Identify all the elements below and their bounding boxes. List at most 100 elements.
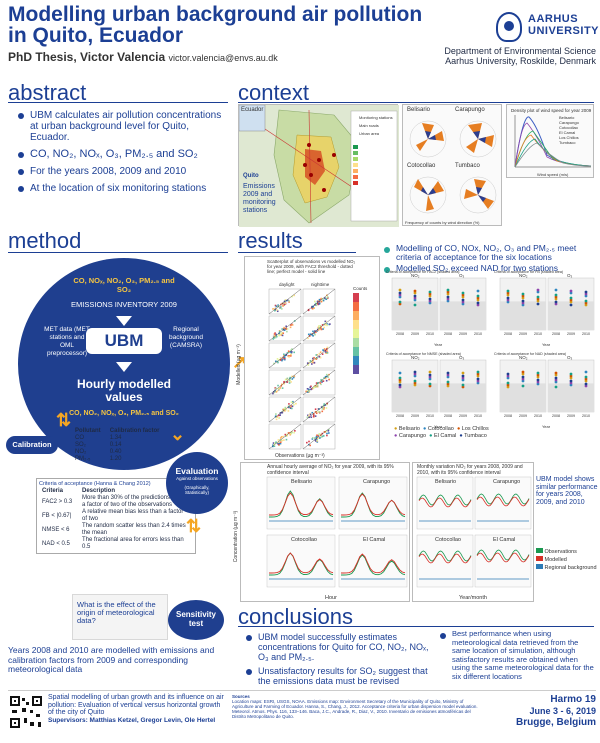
scatter-point bbox=[274, 335, 276, 337]
criteria-point bbox=[398, 291, 402, 295]
criteria-point bbox=[413, 291, 417, 295]
scatter-point bbox=[326, 348, 328, 350]
criteria-point bbox=[446, 290, 450, 294]
scatter-point bbox=[279, 356, 282, 359]
scatter-point bbox=[316, 383, 319, 386]
perfect-model-line bbox=[302, 423, 336, 450]
criteria-point bbox=[428, 373, 432, 377]
scatter-point bbox=[287, 355, 290, 357]
counts-swatch bbox=[353, 365, 359, 374]
hourly-facet bbox=[338, 534, 408, 588]
scatter-point bbox=[323, 326, 325, 329]
perfect-model-line bbox=[302, 288, 336, 315]
criteria-point bbox=[476, 301, 480, 305]
scatter-point bbox=[283, 353, 285, 356]
scatter-point bbox=[324, 320, 327, 323]
scatter-point bbox=[282, 332, 285, 335]
scatter-point bbox=[276, 309, 278, 311]
scatter-point bbox=[319, 382, 322, 384]
criteria-point bbox=[413, 383, 417, 387]
criteria-point bbox=[461, 293, 465, 297]
scatter-point bbox=[314, 440, 317, 442]
criteria-point bbox=[536, 302, 540, 306]
scatter-point bbox=[274, 336, 277, 339]
poster-title: Modelling urban background air pollution… bbox=[8, 3, 423, 47]
scatter-point bbox=[293, 294, 296, 297]
scatter-point bbox=[293, 403, 295, 406]
wind-roses: Belisario Carapungo Cotocollao Tumbaco F… bbox=[402, 104, 502, 226]
series-legend: Observations Modelled Regional backgroun… bbox=[536, 548, 598, 572]
supervisors: Supervisors: Matthias Ketzel, Gregor Lev… bbox=[48, 716, 216, 724]
map-caption: Emissions 2009 and monitoring stations bbox=[243, 183, 276, 214]
scatter-point bbox=[313, 307, 315, 309]
scatter-point bbox=[286, 377, 289, 380]
scatter-point bbox=[321, 408, 324, 410]
criteria-point bbox=[584, 294, 588, 298]
scatter-point bbox=[320, 378, 323, 381]
criteria-point bbox=[428, 294, 432, 298]
scatter-point bbox=[323, 408, 325, 411]
scatter-point bbox=[318, 411, 321, 414]
rose-station-2: Carapungo bbox=[455, 107, 485, 113]
criteria-point bbox=[569, 381, 573, 385]
criteria-point bbox=[584, 370, 588, 374]
wind-legend-item: Carapungo bbox=[559, 120, 579, 125]
scatter-point bbox=[326, 403, 329, 406]
monthly-series-line bbox=[476, 552, 530, 563]
author-email[interactable]: victor.valencia@envs.au.dk bbox=[168, 53, 278, 63]
criteria-point bbox=[521, 299, 525, 303]
scatter-point bbox=[275, 305, 278, 308]
criteria-point bbox=[536, 295, 540, 299]
scatter-point bbox=[284, 433, 287, 436]
related-title: Spatial modelling of urban growth and it… bbox=[48, 694, 224, 716]
dept-line2: Aarhus University, Roskilde, Denmark bbox=[445, 56, 596, 66]
perfect-model-line bbox=[268, 369, 302, 396]
scatter-point bbox=[320, 326, 322, 328]
scatter-point bbox=[322, 298, 324, 300]
related-project: Spatial modelling of urban growth and it… bbox=[48, 694, 224, 724]
method-rule bbox=[8, 252, 228, 253]
hourly-panel-label: Carapungo bbox=[363, 479, 390, 485]
criteria-point bbox=[569, 379, 573, 383]
scatter-point bbox=[290, 432, 292, 435]
criteria-point bbox=[506, 291, 510, 295]
criteria-point bbox=[398, 378, 402, 382]
criteria-point bbox=[398, 380, 402, 384]
criteria-year-label: 2010 bbox=[582, 414, 590, 418]
criteria-point bbox=[584, 290, 588, 294]
station-legend: ● Belisario ● Cotocollao ● Los Chillos ●… bbox=[394, 426, 594, 440]
criteria-point bbox=[476, 289, 480, 293]
criteria-point bbox=[506, 374, 510, 378]
scatter-point bbox=[288, 380, 291, 382]
scatter-point bbox=[314, 333, 316, 336]
scatter-point bbox=[284, 406, 287, 409]
scatter-point bbox=[284, 378, 287, 381]
scatter-point bbox=[278, 334, 280, 337]
cal-cell: PM₂.₅ bbox=[75, 456, 91, 462]
scatter-point bbox=[289, 407, 292, 409]
criteria-point bbox=[398, 293, 402, 297]
criteria-point bbox=[461, 383, 465, 387]
criteria-point bbox=[461, 378, 465, 382]
criteria-point bbox=[398, 300, 402, 304]
scatter-point bbox=[318, 328, 320, 330]
cal-cell: 1.34 bbox=[109, 435, 122, 441]
scatter-point bbox=[273, 333, 276, 335]
scatter-point bbox=[321, 353, 324, 355]
scatter-point bbox=[284, 409, 286, 412]
scatter-point bbox=[284, 299, 287, 301]
criteria-point bbox=[506, 293, 510, 297]
qr-code-icon[interactable] bbox=[8, 694, 44, 730]
criteria-panel-title: Criteria of acceptance for NAD (shaded a… bbox=[494, 352, 566, 356]
scatter-point bbox=[310, 385, 312, 388]
scatter-point bbox=[282, 327, 285, 330]
hourly-series-line bbox=[269, 552, 334, 574]
criteria-point bbox=[446, 380, 450, 384]
abstract-list: UBM calculates air pollution concentrati… bbox=[18, 110, 228, 200]
scatter-point bbox=[293, 431, 295, 434]
rose-station-4: Tumbaco bbox=[455, 163, 480, 169]
legend-roads: Main roads bbox=[359, 123, 379, 128]
criteria-year-label: 2008 bbox=[552, 332, 560, 336]
